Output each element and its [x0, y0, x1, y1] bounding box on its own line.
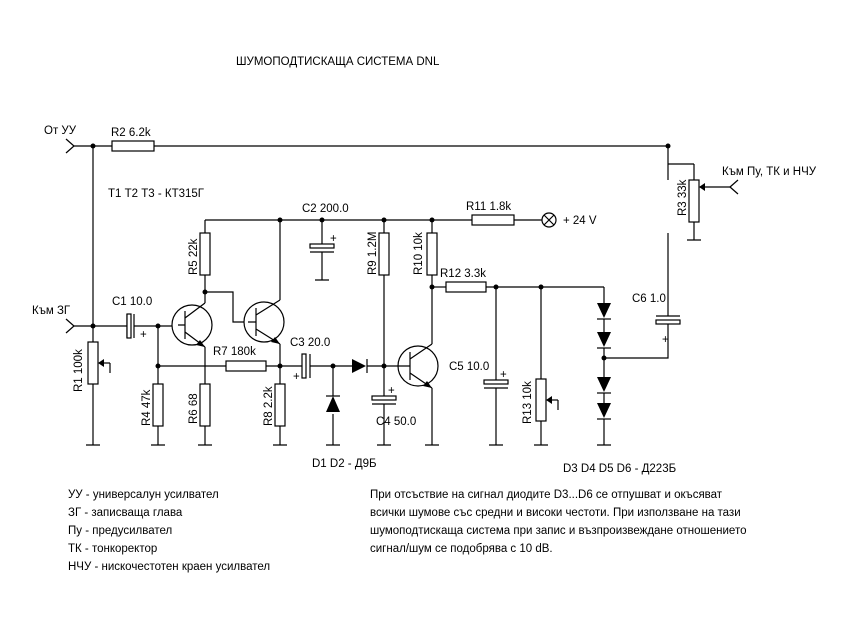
potentiometer-r13 [534, 287, 559, 446]
c4-plus: + [388, 385, 395, 397]
resistor-r9 [378, 232, 390, 276]
diagram-title: ШУМОПОДТИСКАЩА СИСТЕМА DNL [236, 56, 440, 68]
r9-label: R9 1.2M [367, 232, 379, 275]
resistor-r10 [426, 232, 438, 276]
r12-label: R12 3.3k [440, 268, 486, 280]
legend-item: НЧУ - нискочестотен краен усилвател [68, 561, 271, 573]
resistor-r8 [274, 383, 286, 427]
note-line: всички шумове със средни и високи честот… [370, 507, 741, 519]
c3-label: C3 20.0 [290, 337, 330, 349]
r4-label: R4 47k [141, 389, 153, 426]
diode-chain-d3-d6 [597, 287, 669, 446]
t1-base-wiring [151, 323, 226, 446]
r5-label: R5 22k [188, 238, 200, 275]
transistor-t2 [243, 220, 287, 446]
d1-d2-label: D1 D2 - Д9Б [312, 458, 377, 470]
legend-item: ТК - тонкоректор [68, 543, 158, 555]
c2-label: C2 200.0 [302, 203, 349, 215]
potentiometer-r3 [668, 163, 739, 241]
capacitor-c3 [301, 353, 352, 379]
resistor-r6 [199, 383, 211, 427]
r11-label: R11 1.8k [466, 201, 511, 213]
resistor-r11 [432, 214, 542, 226]
legend-item: ЗГ - записваща глава [68, 507, 183, 519]
c2-plus: + [330, 233, 337, 245]
abbreviation-legend: УУ - универсалун усилвател ЗГ - записващ… [68, 486, 270, 576]
c4-label: C4 50.0 [376, 416, 416, 428]
to-pu-label: Към Пу, ТК и НЧУ [722, 166, 817, 178]
diode-d1 [326, 366, 340, 446]
input-wire-from-uu [65, 138, 671, 180]
c3-plus: + [293, 371, 300, 383]
transistor-t3 [384, 287, 439, 446]
r13-label: R13 10k [522, 381, 534, 424]
c1-plus: + [140, 329, 147, 341]
r8-label: R8 2.2k [263, 386, 275, 426]
capacitor-c6 [655, 233, 681, 332]
legend-item: Пу - предусилвател [68, 525, 173, 537]
c5-plus: + [500, 369, 507, 381]
note-line: При отсъствие на сигнал диодите D3...D6 … [370, 489, 723, 501]
r7-label: R7 180k [213, 346, 256, 358]
r2-label: R2 6.2k [111, 127, 151, 139]
legend-item: УУ - универсалун усилвател [68, 489, 219, 501]
r3-label: R3 33k [677, 179, 689, 216]
c6-plus: + [662, 334, 669, 346]
resistor-r12 [432, 281, 604, 293]
zg-wire [65, 146, 123, 446]
description-note: При отсъствие на сигнал диодите D3...D6 … [370, 486, 790, 558]
resistor-r4 [152, 383, 164, 427]
c6-label: C6 1.0 [632, 293, 666, 305]
resistor-r2 [111, 140, 155, 152]
transistor-t1 [171, 302, 213, 348]
note-line: сигнал/шум се подобрява с 10 dB. [370, 543, 553, 555]
c5-label: C5 10.0 [449, 361, 489, 373]
supply-terminal-icon [541, 212, 557, 228]
resistor-r5 [199, 232, 211, 276]
diode-d2 [352, 359, 387, 373]
supply-label: + 24 V [563, 215, 597, 227]
r6-label: R6 68 [188, 393, 200, 424]
to-zg-label: Към ЗГ [32, 305, 71, 317]
from-uu-label: От УУ [44, 125, 77, 137]
c1-label: C1 10.0 [112, 296, 152, 308]
d3-d6-label: D3 D4 D5 D6 - Д223Б [563, 463, 676, 475]
r1-label: R1 100k [73, 349, 85, 392]
transistor-note: Т1 Т2 Т3 - КТ315Г [108, 188, 205, 200]
capacitor-c5 [483, 287, 509, 446]
potentiometer-r1 [87, 341, 111, 385]
t1-t2-wiring [198, 217, 432, 446]
note-line: шумоподтискаща система при запис и възпр… [370, 525, 747, 537]
resistor-r7 [225, 360, 267, 372]
capacitor-c2 [309, 220, 335, 281]
capacitor-c1 [123, 313, 158, 339]
r10-label: R10 10k [413, 232, 425, 275]
capacitor-c4 [371, 395, 397, 446]
